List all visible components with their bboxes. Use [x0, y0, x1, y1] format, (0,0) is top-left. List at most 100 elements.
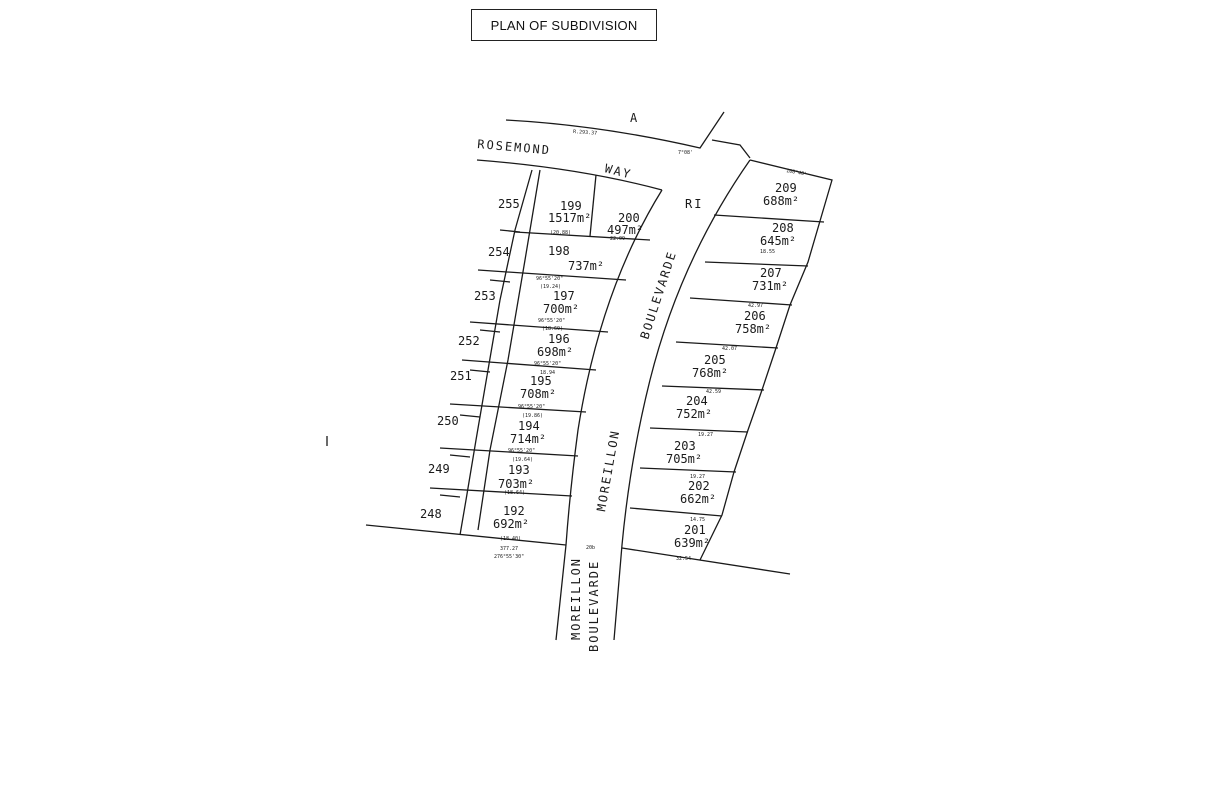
dimension-label: 108°40': [786, 168, 808, 178]
label-boulevarde-diagonal: BOULEVARDE: [638, 249, 680, 341]
lot-number: 209: [775, 181, 797, 195]
adjoining-lot-number: 249: [428, 462, 450, 476]
dimension-label: (19.64): [512, 457, 533, 463]
lot-line-204-203: [649, 427, 749, 433]
lot-area: 692m²: [493, 517, 529, 531]
label-way: WAY: [603, 161, 633, 181]
lot-number: 206: [744, 309, 766, 323]
adjoining-lot-number: 254: [488, 245, 510, 259]
dimension-label: 96°55'20": [518, 404, 545, 410]
label-ri: RI: [685, 197, 703, 211]
label-boulevarde-lower: BOULEVARDE: [587, 560, 601, 652]
adjoining-lot-number: 255: [498, 197, 520, 211]
lot-number: 193: [508, 463, 530, 477]
lot-area: 708m²: [520, 387, 556, 401]
adjoining-ticks: [439, 229, 521, 498]
dimension-label: (18.40): [500, 536, 521, 542]
dimension-label: 22.09: [610, 236, 625, 242]
dimension-label: (18.69): [542, 326, 563, 332]
lot-number: 194: [518, 419, 540, 433]
lot-area: 645m²: [760, 234, 796, 248]
plan-title: PLAN OF SUBDIVISION: [471, 9, 657, 41]
lot-200-area: 497m²: [607, 223, 643, 237]
lot-area: 703m²: [498, 477, 534, 491]
dimension-label: 377.27: [500, 546, 518, 552]
lot-area: 768m²: [692, 366, 728, 380]
lot-line-193-192: [429, 487, 573, 497]
lot-line-205-204: [661, 385, 765, 391]
lot-number: 204: [686, 394, 708, 408]
dimension-label: 19.27: [698, 432, 713, 438]
adjoining-lot-number: 253: [474, 289, 496, 303]
lot-area: 752m²: [676, 407, 712, 421]
west-lots-back-boundary: [459, 169, 533, 536]
lot-number: 202: [688, 479, 710, 493]
dimension-label: 32.54: [676, 556, 691, 562]
lot-area: 698m²: [537, 345, 573, 359]
label-moreillon-lower: MOREILLON: [569, 557, 583, 640]
lot-number: 208: [772, 221, 794, 235]
dimension-label: 14.75: [690, 517, 705, 523]
dimension-label: 96°55'20": [534, 361, 561, 367]
lot-line-196-195: [461, 359, 597, 371]
lot-number: 196: [548, 332, 570, 346]
lot-number: 198: [548, 244, 570, 258]
lot-area: 758m²: [735, 322, 771, 336]
dimension-label: 96°55'20": [538, 318, 565, 324]
lot-area: 688m²: [763, 194, 799, 208]
dimension-label: (19.24): [540, 284, 561, 290]
lot-area: 714m²: [510, 432, 546, 446]
lot-number: 201: [684, 523, 706, 537]
east-lots: 209 688m² 208 645m² 207 731m² 206 758m² …: [666, 181, 799, 550]
moreillon-boulevarde-east-edge: [613, 159, 751, 641]
dimension-label: 19.27: [690, 474, 705, 480]
lot-line-206-205: [675, 341, 779, 349]
moreillon-boulevarde-west-edge: [555, 189, 663, 641]
label-moreillon-main: MOREILLON: [594, 428, 622, 512]
lot-line-198-197: [477, 269, 627, 281]
dimension-label: 7°08': [678, 150, 693, 156]
adjoining-lot-number: 248: [420, 507, 442, 521]
lot-number: 207: [760, 266, 782, 280]
adjoining-lot-number: 252: [458, 334, 480, 348]
lot-200-number: 200: [618, 211, 640, 225]
rosemond-way-north-edge: [505, 111, 725, 149]
dimension-label: 20b: [586, 545, 595, 551]
dimension-label: 276°55'30": [494, 554, 524, 560]
lot-number: 195: [530, 374, 552, 388]
adjoining-lot-number: 251: [450, 369, 472, 383]
south-boundary-east: [621, 547, 791, 575]
lot-area: 700m²: [543, 302, 579, 316]
adjoining-boundary: [477, 169, 541, 531]
lot-area: 1517m²: [548, 211, 591, 225]
dimension-annotations: R.293.37 7°08' 108°40' (20.88) 22.09 96°…: [494, 129, 807, 562]
rosemond-way-south-edge: [476, 159, 663, 191]
dimension-label: 18.94: [540, 370, 555, 376]
dimension-label: 42.07: [722, 346, 737, 352]
label-rosemond: ROSEMOND: [477, 137, 552, 157]
lot-area: 731m²: [752, 279, 788, 293]
dimension-label: (19.86): [522, 413, 543, 419]
dimension-label: (20.88): [550, 230, 571, 236]
dimension-label: 42.97: [748, 303, 763, 309]
adjoining-lot-number: 250: [437, 414, 459, 428]
lot-line-199-198: [514, 231, 651, 241]
lot-line-208-207: [704, 261, 809, 267]
lot-number: 205: [704, 353, 726, 367]
label-letter-a: A: [630, 111, 639, 125]
lot-number: 199: [560, 199, 582, 213]
lot-line-202-201: [629, 507, 723, 517]
lot-number: 203: [674, 439, 696, 453]
dimension-label: 18.55: [760, 249, 775, 255]
adjoining-lots: 255 254 253 252 251 250 249 248: [420, 197, 520, 521]
lot-line-195-194: [449, 403, 587, 413]
west-lots: 199 1517m² 198 737m² 197 700m² 196 698m²…: [493, 199, 604, 531]
plan-linework: [326, 111, 833, 641]
lot-area: 639m²: [674, 536, 710, 550]
lot-number: 197: [553, 289, 575, 303]
dimension-label: 96°55'20": [508, 448, 535, 454]
lot-line-199-200: [589, 174, 597, 237]
lot-area: 662m²: [680, 492, 716, 506]
lot-area: 705m²: [666, 452, 702, 466]
dimension-label: (18.64): [504, 490, 525, 496]
